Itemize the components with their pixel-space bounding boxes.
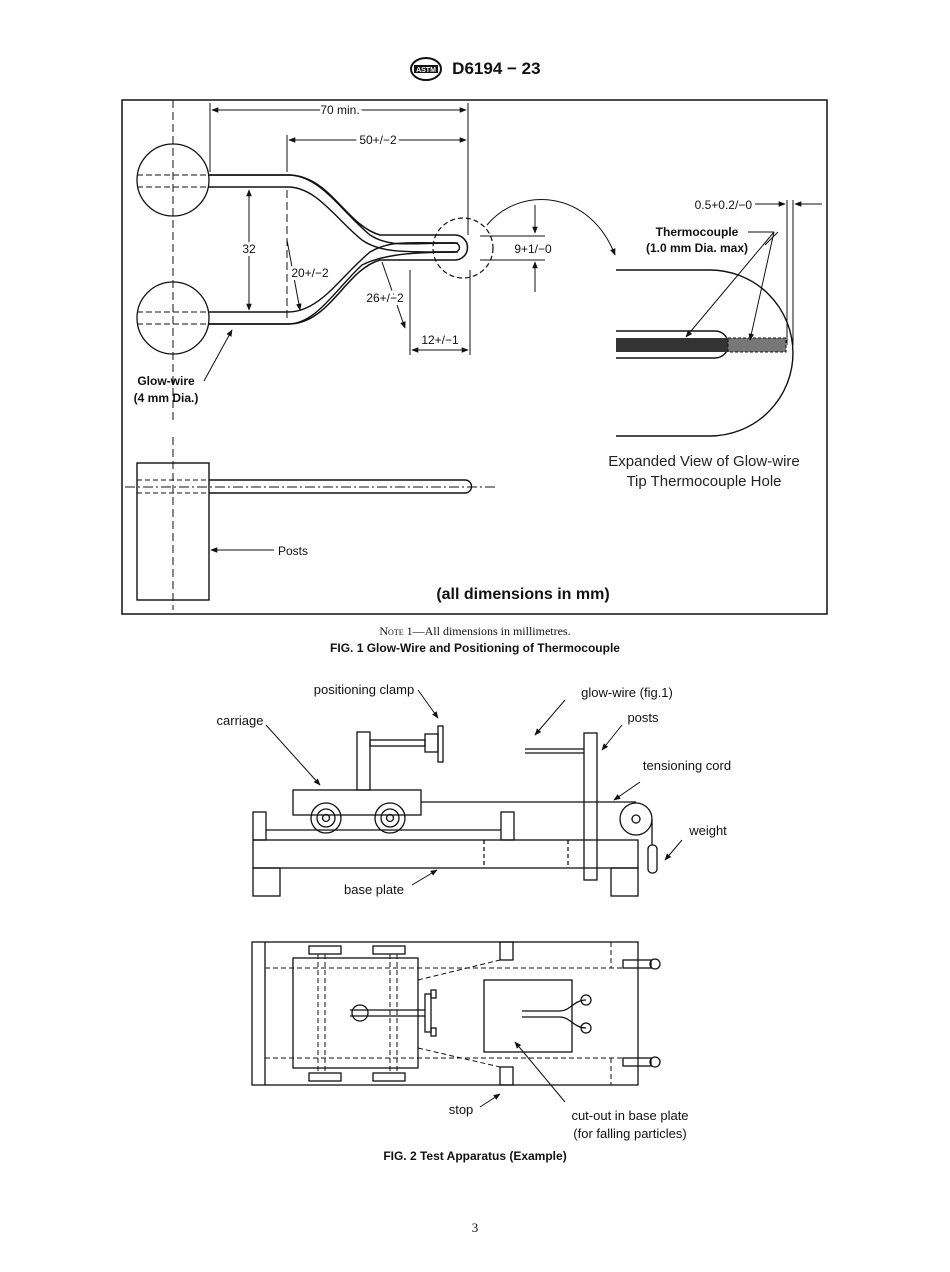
figure-2-caption: FIG. 2 Test Apparatus (Example) <box>383 1149 567 1163</box>
dim-12: 12+/−1 <box>421 333 459 347</box>
thermocouple-label: Thermocouple <box>656 225 739 239</box>
thermocouple-dia: (1.0 mm Dia. max) <box>646 241 748 255</box>
figure-1: 70 min. 50+/−2 32 20+/−2 26+/−2 12+/−1 9… <box>121 99 828 615</box>
posts-label: Posts <box>278 544 308 558</box>
dim-0-5: 0.5+0.2/−0 <box>695 198 753 212</box>
glow-wire-dia: (4 mm Dia.) <box>134 391 199 405</box>
dim-32: 32 <box>242 242 256 256</box>
all-dimensions-label: (all dimensions in mm) <box>436 586 609 603</box>
cutout-label-1: cut-out in base plate <box>571 1108 688 1123</box>
dim-26: 26+/−2 <box>366 291 404 305</box>
posts-label-fig2: posts <box>627 710 659 725</box>
cutout-label-2: (for falling particles) <box>573 1126 686 1141</box>
glow-wire-label-fig2: glow-wire (fig.1) <box>581 685 673 700</box>
glow-wire-top-view <box>208 174 469 325</box>
expanded-view-title-2: Tip Thermocouple Hole <box>626 473 781 490</box>
designation: D6194 − 23 <box>452 59 541 78</box>
page-header: ASTM D6194 − 23 <box>0 56 950 82</box>
side-view <box>136 462 473 601</box>
stop-label: stop <box>449 1102 474 1117</box>
dim-70: 70 min. <box>320 103 359 117</box>
weight-label: weight <box>688 823 727 838</box>
carriage-label: carriage <box>217 713 264 728</box>
note-1: Note 1—All dimensions in millimetres. <box>0 624 950 639</box>
note-text: 1—All dimensions in millimetres. <box>403 624 571 638</box>
dim-9: 9+1/−0 <box>514 242 552 256</box>
apparatus-top-view <box>251 941 661 1086</box>
figure-1-frame <box>121 99 828 615</box>
thermocouple-wire <box>616 338 728 352</box>
expanded-view <box>616 269 794 437</box>
note-label: Note <box>379 624 404 638</box>
svg-text:ASTM: ASTM <box>417 67 437 74</box>
figure-1-caption: FIG. 1 Glow-Wire and Positioning of Ther… <box>330 641 620 655</box>
glow-wire-label: Glow-wire <box>137 374 195 388</box>
positioning-clamp-label: positioning clamp <box>314 682 414 697</box>
tensioning-cord-label: tensioning cord <box>643 758 731 773</box>
dim-50: 50+/−2 <box>359 133 397 147</box>
base-plate-label: base plate <box>344 882 404 897</box>
figure-2: positioning clamp carriage glow-wire (fi… <box>217 682 732 1141</box>
expanded-view-title-1: Expanded View of Glow-wire <box>608 453 799 470</box>
dim-20: 20+/−2 <box>291 266 329 280</box>
page-number: 3 <box>471 1220 479 1235</box>
apparatus-side-view <box>252 725 658 897</box>
astm-logo-icon: ASTM <box>410 57 443 81</box>
